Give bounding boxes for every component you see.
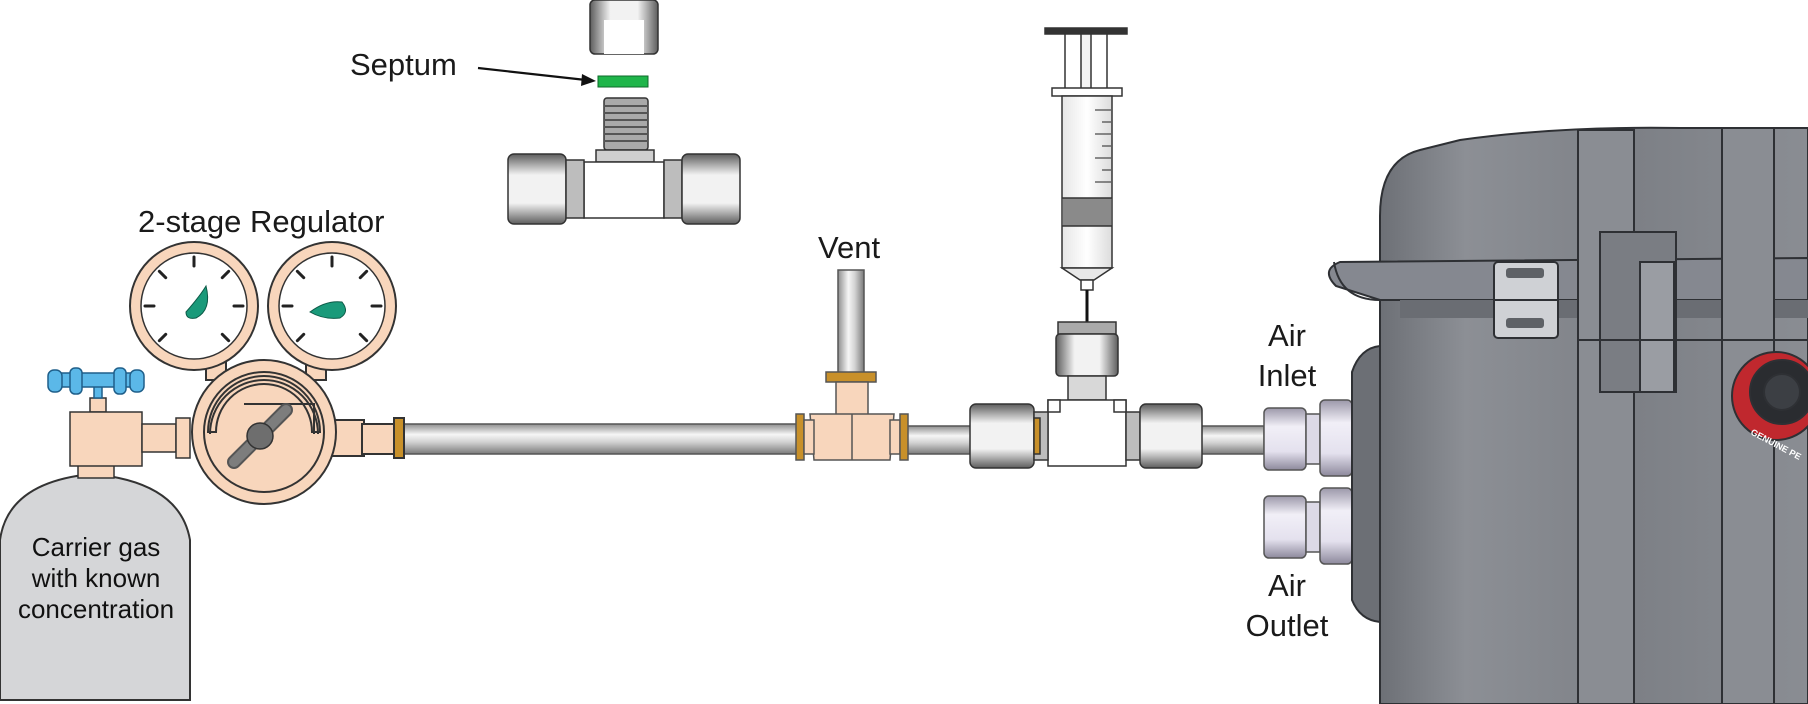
gauge-tick xyxy=(358,332,369,343)
cylinder-label-line3: concentration xyxy=(17,594,175,624)
syringe xyxy=(1044,27,1128,322)
gauge-tick xyxy=(220,332,231,343)
valve-handwheel[interactable] xyxy=(47,367,145,399)
septum-arrow xyxy=(477,66,596,86)
cylinder-valve xyxy=(69,397,191,467)
gauge-tick xyxy=(295,332,306,343)
exploded-tee-assembly xyxy=(507,0,741,225)
gauge-tick xyxy=(157,332,168,343)
gauge-tick xyxy=(295,269,306,280)
air-inlet-label-line2: Inlet xyxy=(1257,358,1317,393)
gauge-tick xyxy=(358,269,369,280)
air-outlet-label: Air Outlet xyxy=(1236,566,1338,646)
syringe-graduations xyxy=(1095,109,1111,183)
cylinder-label-line1: Carrier gas xyxy=(31,532,161,562)
cylinder-label-line2: with known xyxy=(31,563,161,593)
gauge-right xyxy=(267,241,397,371)
gauge-left xyxy=(129,241,259,371)
injection-tee-nut-right xyxy=(1125,403,1203,469)
two-stage-regulator xyxy=(191,357,405,505)
air-outlet-label-line1: Air xyxy=(1268,568,1306,603)
cylinder-label: Carrier gas with known concentration xyxy=(0,532,192,625)
vent-label: Vent xyxy=(818,230,881,265)
thread-lines xyxy=(604,105,648,142)
air-inlet-port[interactable] xyxy=(1263,399,1353,477)
air-outlet-label-line2: Outlet xyxy=(1245,608,1329,643)
instrument-case xyxy=(1328,126,1808,704)
gauge-tick xyxy=(157,269,168,280)
regulator-knob[interactable] xyxy=(227,403,293,469)
regulator-label: 2-stage Regulator xyxy=(138,204,385,239)
gas-line-tubing xyxy=(394,423,1265,455)
injection-tee-nut-left xyxy=(969,403,1049,469)
septum-disc xyxy=(597,75,649,88)
air-inlet-label: Air Inlet xyxy=(1250,316,1324,396)
septum-label: Septum xyxy=(350,47,457,82)
air-outlet-port[interactable] xyxy=(1263,487,1353,565)
gauge-tick xyxy=(220,269,231,280)
vent-tee xyxy=(795,269,909,461)
injection-tee xyxy=(1047,321,1127,467)
air-inlet-label-line1: Air xyxy=(1268,318,1306,353)
